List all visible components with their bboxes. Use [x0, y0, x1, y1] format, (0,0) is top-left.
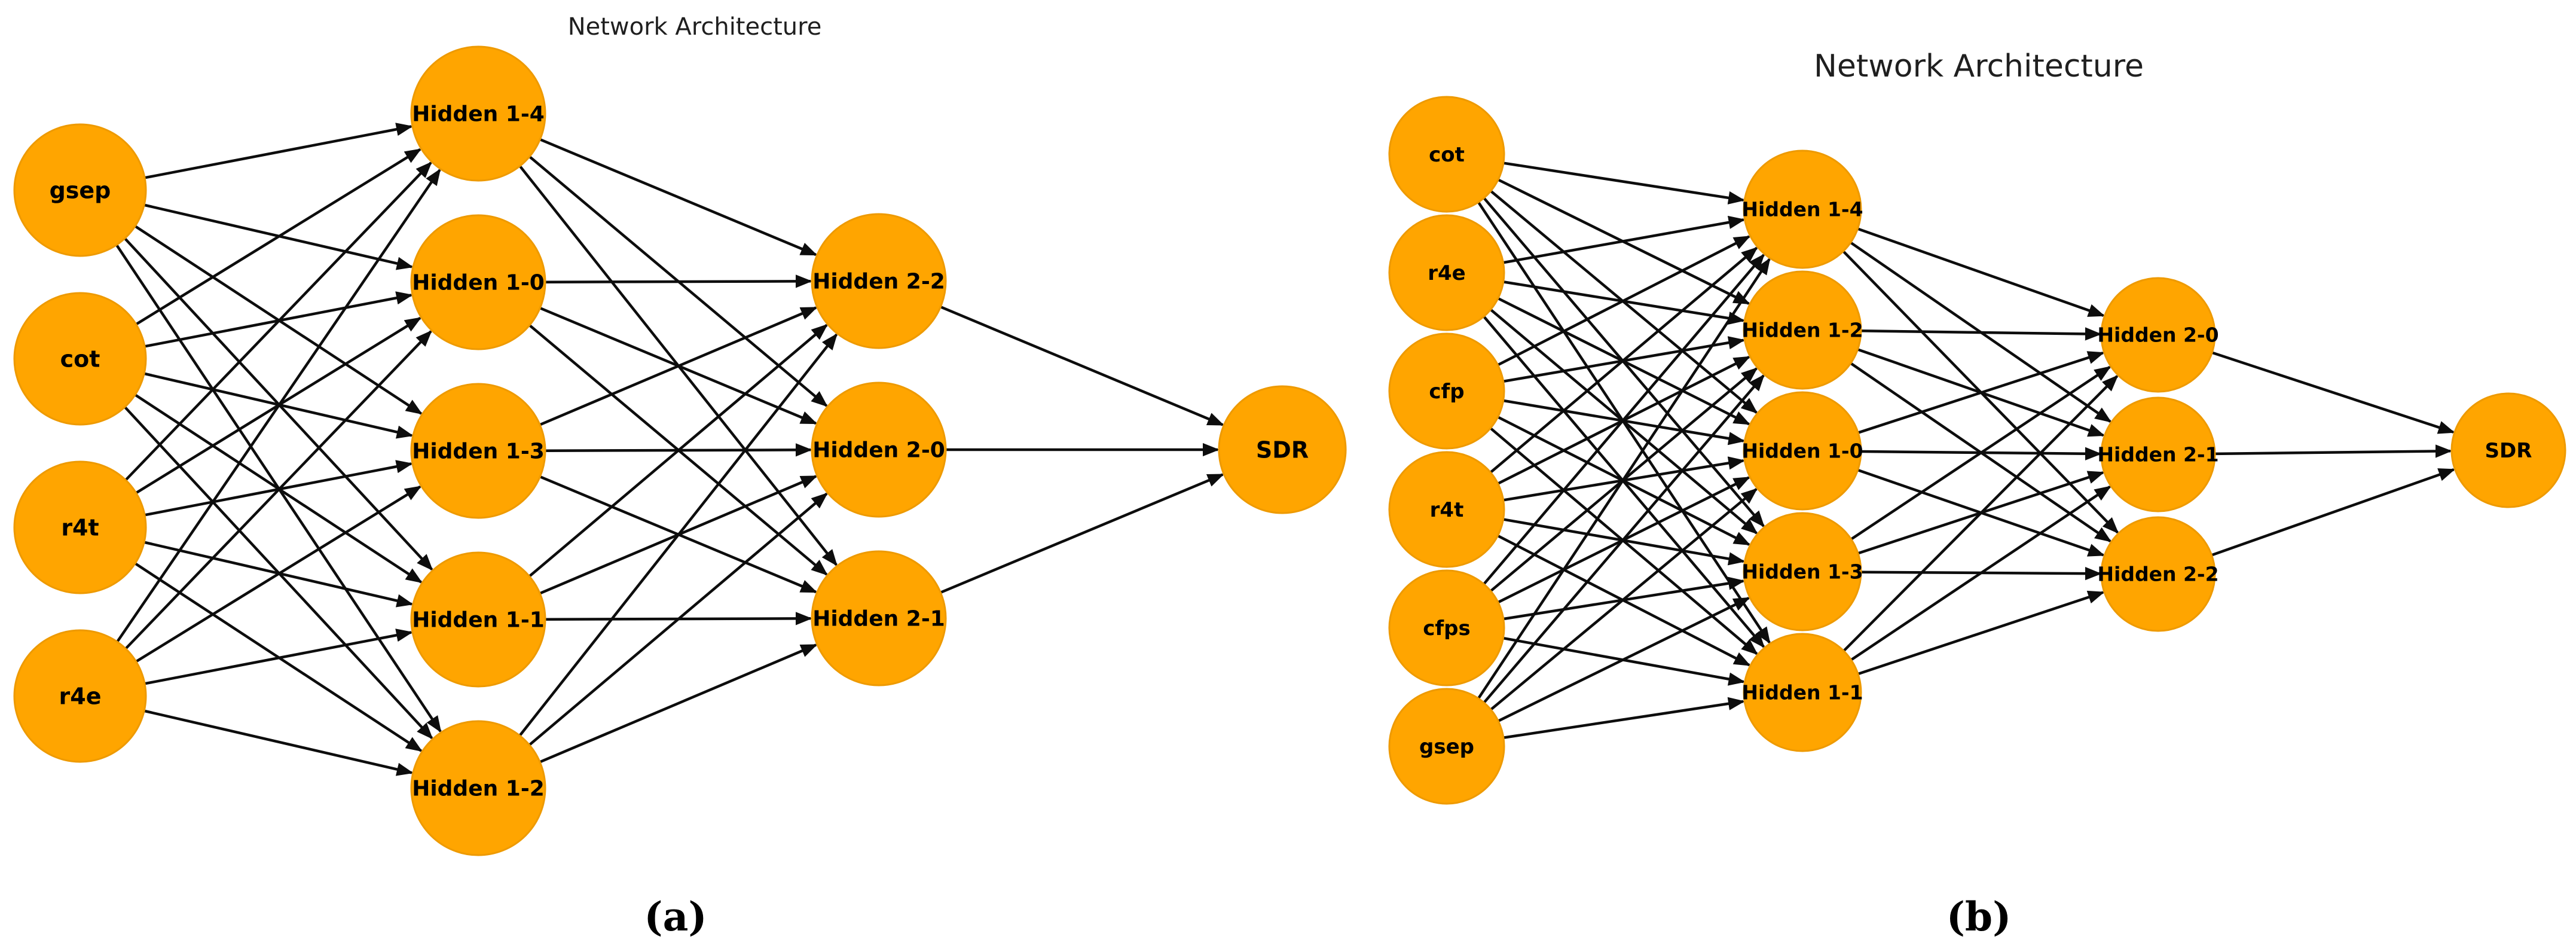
- edge-gsep-to-hidden-1-4: [1477, 258, 1771, 699]
- node-cfp: [1388, 332, 1505, 450]
- edge-cfp-to-hidden-1-4: [1498, 235, 1751, 366]
- node-gsep: [13, 123, 147, 257]
- edge-hidden-1-4-to-hidden-2-0: [1857, 227, 2106, 317]
- node-hidden-1-1: [1743, 633, 1862, 752]
- node-gsep: [1388, 688, 1505, 805]
- node-hidden-1-4: [1743, 149, 1862, 269]
- edge-gsep-to-hidden-1-1: [1504, 697, 1745, 739]
- node-hidden-2-0: [811, 382, 947, 518]
- node-hidden-2-1: [2100, 396, 2216, 512]
- edge-r4e-to-hidden-1-2: [144, 709, 414, 776]
- node-sdr: [1218, 385, 1347, 514]
- node-hidden-1-0: [410, 214, 546, 350]
- edge-cot-to-hidden-1-4: [1504, 161, 1745, 205]
- node-hidden-1-2: [410, 720, 546, 856]
- edge-hidden-1-1-to-hidden-2-0: [1843, 374, 2119, 652]
- node-hidden-2-1: [811, 550, 947, 686]
- node-cfps: [1388, 569, 1505, 686]
- edge-r4e-to-hidden-1-0: [125, 330, 432, 649]
- figure-b-caption: (b): [1946, 893, 2012, 940]
- edge-hidden-1-2-to-hidden-2-2: [519, 333, 838, 736]
- figure-a-caption: (a): [644, 893, 707, 940]
- node-hidden-2-0: [2100, 277, 2216, 393]
- edge-hidden-1-2-to-hidden-2-0: [528, 492, 829, 746]
- node-sdr: [2450, 392, 2566, 508]
- edge-cot-to-hidden-1-4: [136, 148, 422, 325]
- node-hidden-2-2: [811, 213, 947, 349]
- edge-hidden-1-2-to-hidden-2-0: [1861, 327, 2102, 341]
- node-hidden-1-2: [1743, 270, 1862, 390]
- node-hidden-1-4: [410, 45, 546, 182]
- node-hidden-2-2: [2100, 516, 2216, 632]
- edge-hidden-2-1-to-sdr: [940, 473, 1224, 594]
- edge-hidden-1-4-to-hidden-2-2: [540, 138, 818, 257]
- edge-r4e-to-hidden-1-1: [145, 628, 413, 685]
- edge-gsep-to-hidden-1-2: [1483, 374, 1765, 703]
- edge-hidden-2-0-to-sdr: [2212, 351, 2455, 434]
- node-r4e: [1388, 214, 1505, 331]
- node-hidden-1-3: [410, 383, 546, 519]
- edge-gsep-to-hidden-1-3: [1498, 597, 1750, 722]
- edge-hidden-2-1-to-sdr: [2215, 444, 2452, 458]
- edge-r4e-to-hidden-1-3: [136, 485, 422, 663]
- node-r4t: [13, 460, 147, 594]
- edge-hidden-1-1-to-hidden-2-2: [1858, 590, 2105, 675]
- figure-a-edges: [115, 123, 1224, 776]
- edge-hidden-1-1-to-hidden-2-1: [1851, 486, 2111, 661]
- node-cot: [13, 292, 147, 426]
- edge-hidden-1-1-to-hidden-2-2: [528, 324, 829, 577]
- edge-hidden-1-0-to-hidden-2-2: [545, 274, 812, 288]
- node-hidden-1-1: [410, 551, 546, 688]
- edge-hidden-2-2-to-sdr: [2211, 468, 2456, 557]
- node-cot: [1388, 96, 1505, 213]
- figure-b-title: Network Architecture: [1814, 48, 2144, 84]
- edge-gsep-to-hidden-1-0: [1490, 488, 1758, 710]
- edge-hidden-1-3-to-hidden-2-2: [540, 306, 818, 426]
- figure-b: Network Architecture cotr4ecfpr4tcfpsgse…: [1388, 48, 2566, 940]
- edge-r4t-to-hidden-1-4: [125, 161, 432, 481]
- edge-hidden-2-2-to-sdr: [940, 306, 1224, 426]
- figure-a-title: Network Architecture: [568, 13, 822, 41]
- node-r4e: [13, 629, 147, 763]
- edge-r4e-to-hidden-1-4: [1504, 215, 1746, 264]
- edge-hidden-1-0-to-hidden-2-0: [1858, 351, 2105, 434]
- edge-r4t-to-hidden-1-4: [1490, 246, 1758, 474]
- edge-hidden-1-2-to-hidden-2-1: [540, 643, 818, 763]
- node-hidden-1-0: [1743, 391, 1862, 511]
- edge-hidden-1-3-to-hidden-2-0: [1851, 365, 2111, 540]
- edge-gsep-to-hidden-1-4: [145, 123, 413, 179]
- figure-b-edges: [1477, 161, 2456, 739]
- node-hidden-1-3: [1743, 512, 1862, 631]
- figure-a: Network Architecture gsepcotr4tr4eHidden…: [13, 13, 1347, 940]
- node-r4t: [1388, 451, 1505, 568]
- edge-r4e-to-hidden-1-4: [116, 168, 441, 642]
- edge-cfps-to-hidden-1-4: [1483, 254, 1765, 585]
